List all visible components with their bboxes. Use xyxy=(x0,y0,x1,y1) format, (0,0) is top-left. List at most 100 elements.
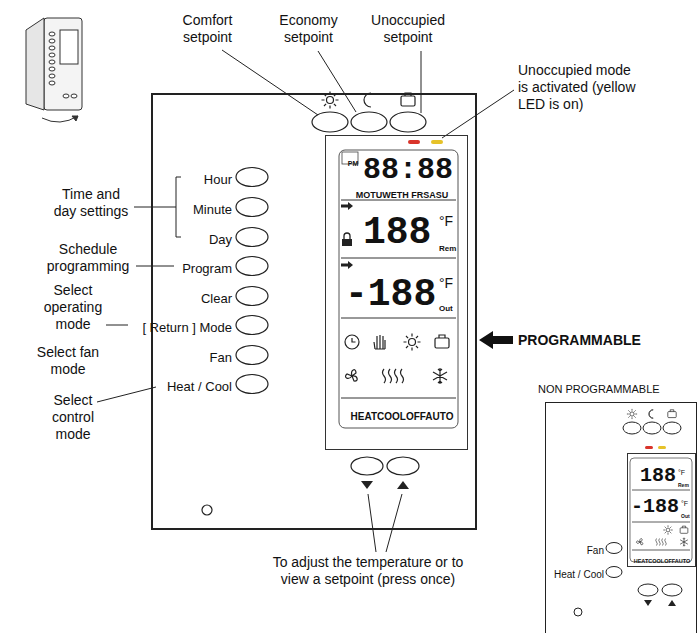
fan-icon xyxy=(636,539,642,545)
callout-label: NON PROGRAMMABLE xyxy=(538,383,660,395)
label-anchor: PROGRAMMABLE xyxy=(518,332,688,349)
callout-label: Time and day settings xyxy=(54,186,129,219)
lcd-readout: -188 xyxy=(631,495,679,518)
hand-icon xyxy=(374,335,385,349)
down-arrow xyxy=(644,600,652,606)
up-arrow xyxy=(397,481,409,489)
text-anchor: 188 xyxy=(640,466,676,486)
label-anchor: Unoccupied setpoint xyxy=(361,12,455,46)
button-label: Day xyxy=(209,232,232,247)
lock-icon xyxy=(342,233,352,246)
indicator-arrow xyxy=(341,202,353,210)
callout-label: Unoccupied setpoint xyxy=(371,12,445,45)
button-label: Heat / Cool xyxy=(167,379,232,394)
label-anchor: Comfort setpoint xyxy=(165,12,250,46)
button-label: Program xyxy=(182,261,232,276)
lcd-readout: °F xyxy=(678,469,685,476)
lcd-readout: 188 xyxy=(640,464,676,487)
snowflake-icon xyxy=(433,368,447,384)
text-anchor: °F xyxy=(678,462,685,478)
text-anchor: °F xyxy=(439,213,453,229)
suitcase-icon xyxy=(435,335,449,348)
text-anchor: °F xyxy=(681,493,688,509)
text-anchor: Fan xyxy=(210,349,232,365)
yellow-led xyxy=(431,140,443,144)
lcd-inner-frame xyxy=(630,458,692,562)
text-anchor: -188 xyxy=(345,276,436,314)
lcd-display-small: 188°FRem-188°FOutHEATCOOLOFFAUTO xyxy=(627,453,696,567)
down-arrow xyxy=(361,481,373,489)
text-anchor: °F xyxy=(439,275,453,291)
button-label: Fan xyxy=(587,545,604,556)
callout-label: Economy setpoint xyxy=(279,12,337,45)
lcd-readout: 88:88 xyxy=(363,153,453,187)
text-anchor: Hour xyxy=(204,171,232,187)
callout-label: PROGRAMMABLE xyxy=(518,332,641,348)
callout-label: Unoccupied mode is activated (yellow LED… xyxy=(518,62,636,112)
lcd-readout: PM xyxy=(348,160,359,167)
text-anchor: Rem xyxy=(439,238,456,254)
leader-lines xyxy=(97,50,514,552)
lcd-readout: °F xyxy=(439,275,453,291)
lcd-readout: 188 xyxy=(363,211,431,254)
callout-label: Comfort setpoint xyxy=(183,12,233,45)
text-anchor: HEATCOOLOFFAUTO xyxy=(351,407,454,423)
indicator-arrow xyxy=(341,261,353,269)
text-anchor: Out xyxy=(681,505,690,521)
clock-icon xyxy=(345,335,359,349)
economy-icon xyxy=(364,93,371,107)
callout-label: Select fan mode xyxy=(37,344,99,377)
button-ovals xyxy=(574,422,682,616)
button-label: Clear xyxy=(201,291,232,306)
suitcase-icon xyxy=(680,526,688,533)
text-anchor: -188 xyxy=(631,497,679,517)
label-anchor: To adjust the temperature or to view a s… xyxy=(263,554,473,588)
lcd-dividers xyxy=(341,200,456,398)
text-anchor: Day xyxy=(209,231,232,247)
lcd-display: PM88:88MOTUWETH FRSASU188°FRem-188°FOutH… xyxy=(325,135,468,450)
button-label: Fan xyxy=(210,350,232,365)
pointer-arrow xyxy=(479,331,513,349)
button-label: [ Return ] Mode xyxy=(142,320,232,335)
unoccupied-icon xyxy=(668,410,676,418)
text-anchor: Heat / Cool xyxy=(167,378,232,394)
label-anchor: Schedule programming xyxy=(40,241,136,275)
label-anchor: Select fan mode xyxy=(28,344,108,378)
snowflake-icon xyxy=(680,538,688,547)
text-anchor: Out xyxy=(439,298,453,314)
lcd-readout: -188 xyxy=(345,273,436,316)
sun-icon xyxy=(404,334,421,351)
lcd-readout: °F xyxy=(439,213,453,229)
economy-icon xyxy=(649,410,653,418)
button-label: Hour xyxy=(204,172,232,187)
heat-icon xyxy=(656,539,667,546)
lcd-readout: °F xyxy=(681,500,688,507)
lcd-readout: Out xyxy=(439,304,453,313)
text-anchor: 88:88 xyxy=(363,155,453,185)
text-anchor: Program xyxy=(182,260,232,276)
text-anchor: HEATCOOLOFFAUTO xyxy=(634,550,691,566)
text-anchor: Clear xyxy=(201,290,232,306)
lcd-readout: HEATCOOLOFFAUTO xyxy=(634,558,691,564)
sun-icon xyxy=(663,525,672,534)
callout-label: Select control mode xyxy=(52,392,94,442)
label-anchor: Unoccupied mode is activated (yellow LED… xyxy=(518,62,640,113)
red-led xyxy=(408,140,420,144)
button-label: Minute xyxy=(193,202,232,217)
label-anchor: Economy setpoint xyxy=(266,12,351,46)
lcd-inner-frame xyxy=(339,150,458,428)
thermostat-panel: HourMinuteDayProgramClear[ Return ] Mode… xyxy=(151,93,477,530)
text-anchor: Fan xyxy=(587,541,604,557)
text-anchor: Rem xyxy=(678,474,689,490)
label-anchor: NON PROGRAMMABLE xyxy=(538,381,688,398)
callout-label: To adjust the temperature or to view a s… xyxy=(273,554,464,587)
text-anchor: MOTUWETH FRSASU xyxy=(356,185,449,201)
label-anchor: Select control mode xyxy=(38,392,108,443)
callout-label: Select operating mode xyxy=(44,282,102,332)
lcd-dividers xyxy=(632,490,690,550)
yellow-led xyxy=(658,446,666,449)
button-label: Heat / Cool xyxy=(554,569,604,580)
text-anchor: Heat / Cool xyxy=(554,565,604,581)
comfort-icon xyxy=(627,409,637,419)
text-anchor: Minute xyxy=(193,201,232,217)
